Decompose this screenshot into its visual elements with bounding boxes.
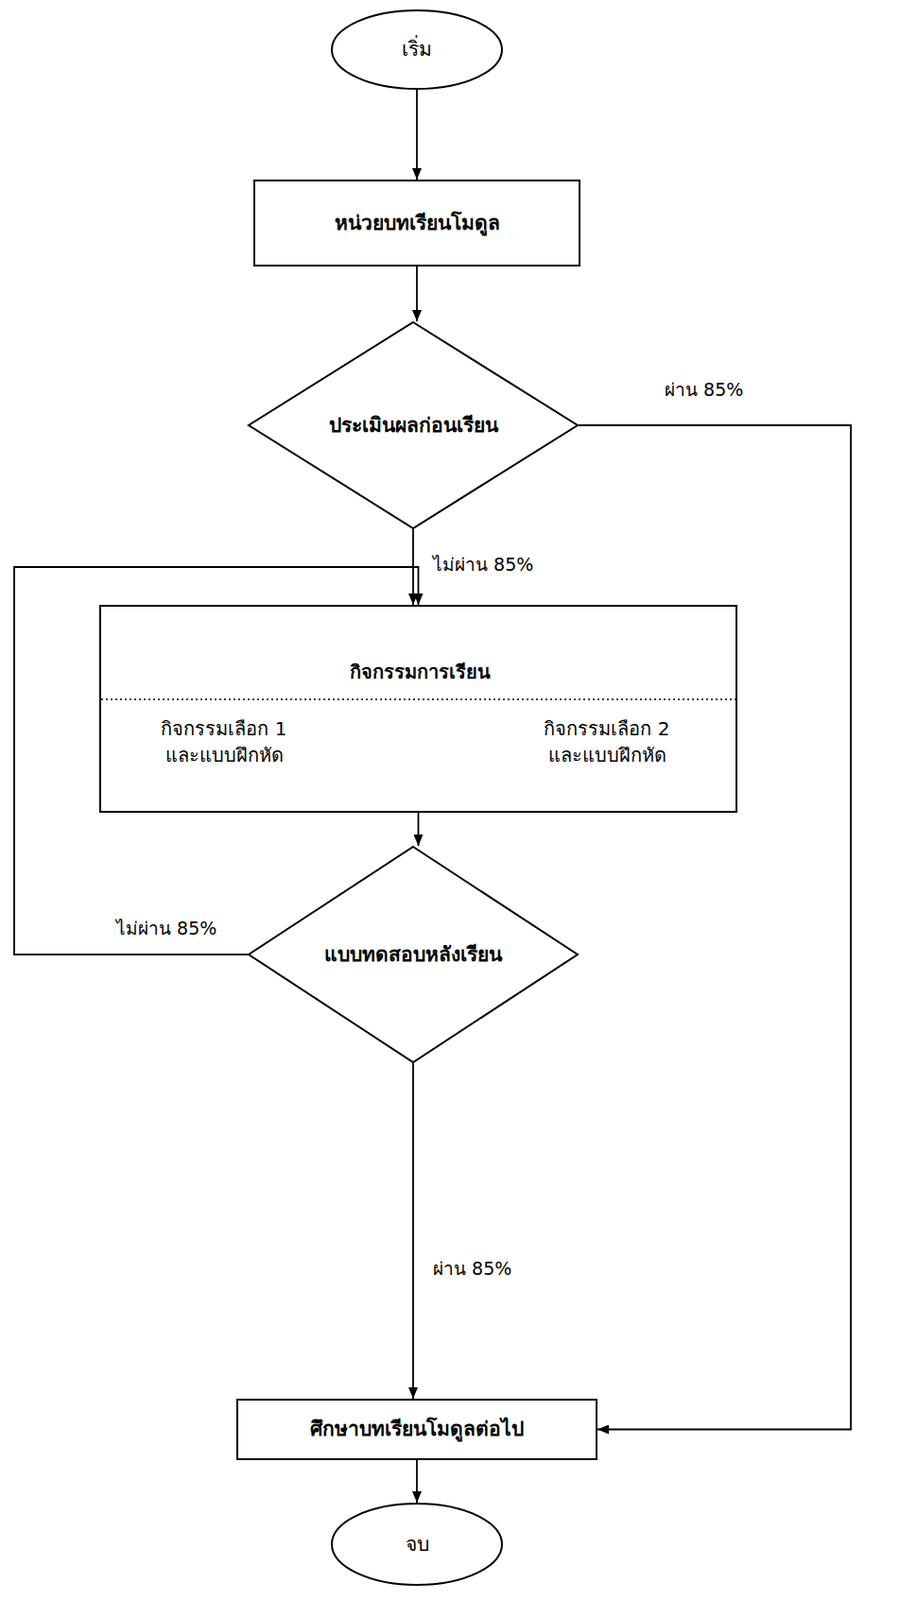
text-holder: ประเมินผลก่อนเรียน [247, 321, 579, 530]
diamond-outline [248, 847, 578, 1063]
text-holder: จบ [330, 1503, 503, 1587]
text-holder: แบบทดสอบหลังเรียน [247, 846, 579, 1064]
terminator-ellipse: จบ [330, 1503, 503, 1587]
dotted-divider [101, 698, 736, 701]
text-holder: เริ่ม [330, 9, 503, 90]
decision-diamond: ประเมินผลก่อนเรียน [247, 321, 579, 530]
activity-text: กิจกรรมเลือก 2 และแบบฝึกหัด [529, 715, 685, 769]
decision-diamond: แบบทดสอบหลังเรียน [247, 846, 579, 1064]
flow-arrow [578, 425, 851, 1431]
edge-label: ไม่ผ่าน 85% [113, 917, 220, 941]
edge-label: ผ่าน 85% [430, 1257, 515, 1281]
text-holder: ศึกษาบทเรียนโมดูลต่อไป [238, 1401, 596, 1459]
node-text: ศึกษาบทเรียนโมดูลต่อไป [310, 1416, 524, 1443]
flow-arrow [412, 1063, 415, 1400]
node-text: เริ่ม [401, 35, 433, 63]
flow-arrow [14, 567, 419, 955]
flow-arrow [415, 89, 418, 180]
flow-arrow [417, 813, 420, 847]
activity-box: กิจกรรมการเรียนกิจกรรมเลือก 1 และแบบฝึกห… [99, 605, 738, 814]
process-box: ศึกษาบทเรียนโมดูลต่อไป [236, 1399, 598, 1461]
activity-text: กิจกรรมเลือก 1 และแบบฝึกหัด [146, 715, 302, 769]
terminator-ellipse: เริ่ม [330, 9, 503, 90]
box-heading: กิจกรรมการเรียน [349, 658, 491, 686]
node-text: ประเมินผลก่อนเรียน [328, 412, 499, 439]
node-text: แบบทดสอบหลังเรียน [324, 941, 502, 969]
edge-label: ผ่าน 85% [661, 378, 746, 402]
process-box: หน่วยบทเรียนโมดูล [253, 179, 581, 267]
flow-arrow [415, 1460, 418, 1504]
ellipse-outline [331, 10, 502, 89]
flow-arrow [415, 266, 418, 322]
node-text: หน่วยบทเรียนโมดูล [334, 209, 501, 237]
edge-label: ไม่ผ่าน 85% [430, 553, 537, 577]
ellipse-outline [331, 1504, 502, 1586]
text-holder: หน่วยบทเรียนโมดูล [255, 181, 579, 265]
node-text: จบ [405, 1531, 430, 1558]
diamond-outline [248, 322, 578, 529]
